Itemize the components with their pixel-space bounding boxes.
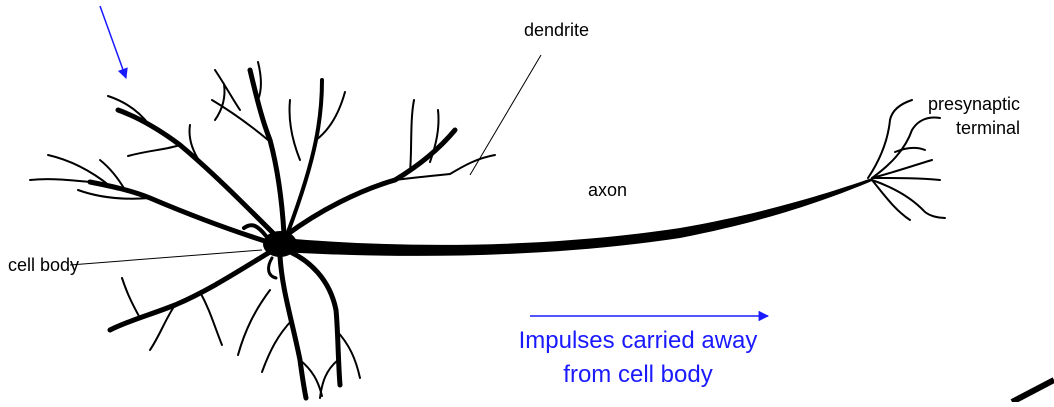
presynaptic-label-line1: presynaptic [928,94,1020,114]
axon-label: axon [588,180,627,200]
presynaptic-terminal [868,100,945,220]
cell-body-leader [70,250,262,265]
dendrite-label: dendrite [524,20,589,40]
dendrite-leader [470,55,541,175]
cell-body-label: cell body [8,255,79,275]
impulse-label-line2: from cell body [488,360,788,390]
presynaptic-label-line2: terminal [956,118,1020,138]
impulse-label-line1: Impulses carried away [488,326,788,356]
corner-line [1012,380,1054,402]
incoming-arrow [100,6,126,78]
dendrites [30,62,495,398]
